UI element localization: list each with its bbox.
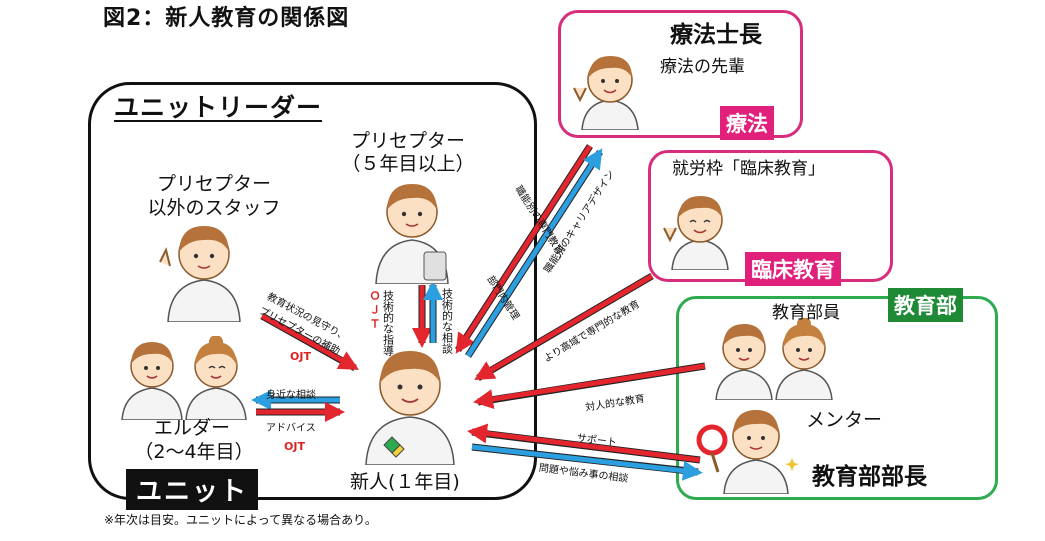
label-friendly-consult: 身近な相談 [266,386,316,401]
other-staff-illustration [158,222,250,322]
mentor-illustration [696,402,800,494]
unit-leader-label: ユニットリーダー [114,94,322,123]
label-tech-guidance: 技術的な指導 [382,290,394,356]
preceptor-title-line1: プリセプター [338,131,478,153]
label-tech-consult: 技術的な相談 [441,288,453,354]
edu-head-label: 教育部部長 [812,464,927,490]
label-advice: アドバイス [266,419,316,434]
education-tag: 教育部 [888,288,963,322]
preceptor-title-line2: （５年目以上） [332,154,484,176]
clinical-title: 就労枠「臨床教育」 [672,160,825,180]
therapy-chief-title: 療法士長 [670,22,762,48]
ojt-label-elder: OJT [284,440,305,453]
clinical-staff-illustration [660,188,740,270]
edu-member-illustration [712,318,838,400]
elder-title-line2: （2〜4年目） [124,442,264,464]
clinical-tag: 臨床教育 [745,252,841,286]
therapy-senior-label: 療法の先輩 [660,58,745,78]
ojt-vertical-label: ＯＪＴ [366,290,382,332]
mentor-label: メンター [806,410,882,432]
newcomer-title: 新人(１年目) [350,472,460,494]
elder-illustration [116,336,256,420]
elder-title-line1: エルダー [132,418,252,440]
ojt-label-staff: OJT [290,350,311,363]
therapy-chief-illustration [570,48,650,130]
other-staff-title-line1: プリセプター [138,174,290,196]
therapy-tag: 療法 [720,106,774,140]
newcomer-illustration [352,345,468,465]
unit-tag: ユニット [126,469,258,510]
footnote: ※年次は目安。ユニットによって異なる場合あり。 [104,514,377,528]
preceptor-illustration [366,178,458,284]
edu-member-label: 教育部員 [772,304,840,324]
other-staff-title-line2: 以外のスタッフ [133,198,295,220]
